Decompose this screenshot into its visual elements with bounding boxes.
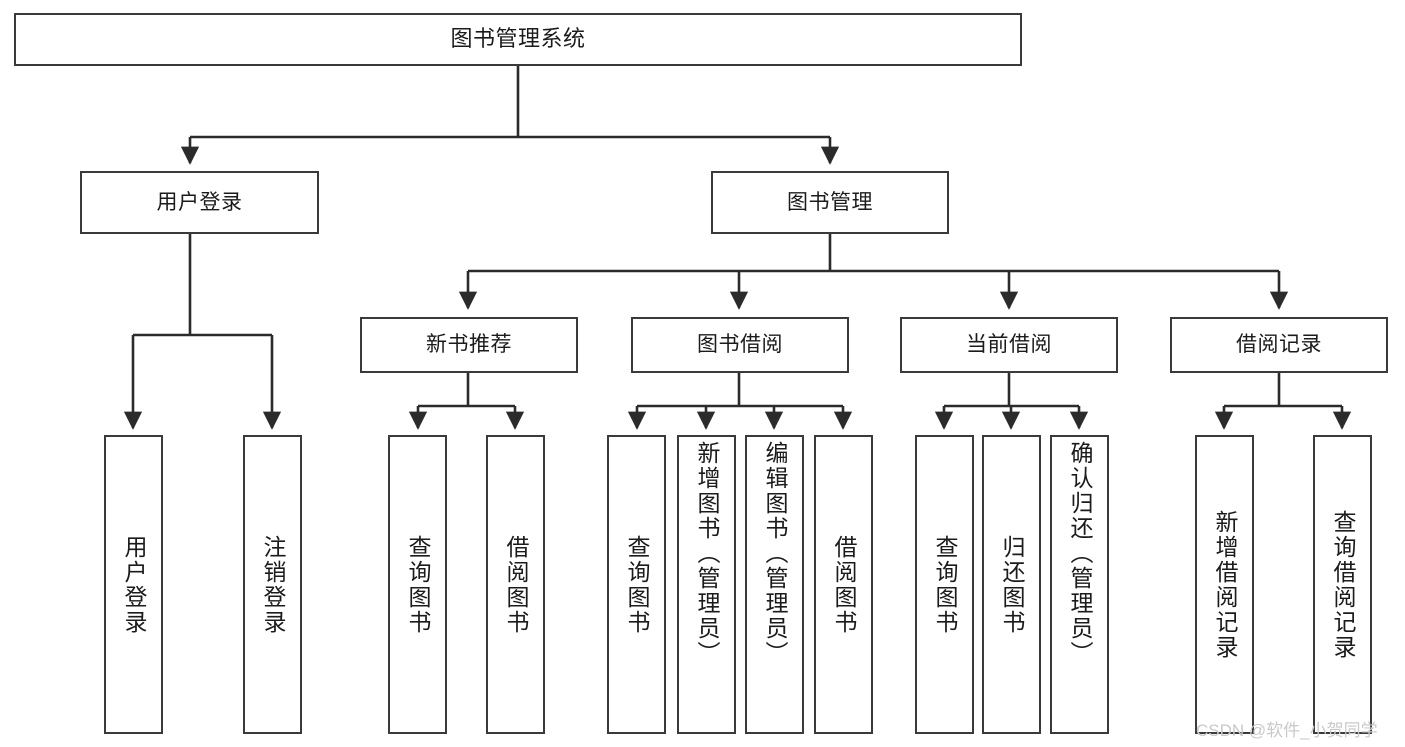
node-label: 新增图书（管理员） [694,441,720,666]
leaf-user-login-logout[interactable]: 注销登录 [243,435,302,734]
node-label: 用户登录 [156,190,243,214]
leaf-book-borrow-edit-book-admin[interactable]: 编辑图书（管理员） [745,435,804,734]
node-label: 确认归还（管理员） [1067,441,1093,666]
node-label: 借阅记录 [1236,333,1322,357]
node-borrow-record[interactable]: 借阅记录 [1170,317,1388,373]
node-user-login[interactable]: 用户登录 [80,171,319,234]
node-label: 图书管理系统 [450,26,586,52]
node-new-book-recommend[interactable]: 新书推荐 [360,317,578,373]
node-label: 编辑图书（管理员） [762,441,788,666]
watermark: CSDN @软件_小贺同学 [1196,721,1378,740]
node-label: 查询图书 [405,534,431,635]
node-label: 图书管理 [787,190,873,214]
node-label: 查询借阅记录 [1330,509,1356,660]
leaf-borrow-record-add-record[interactable]: 新增借阅记录 [1195,435,1254,734]
leaf-new-book-query-book[interactable]: 查询图书 [388,435,447,734]
leaf-new-book-borrow-book[interactable]: 借阅图书 [486,435,545,734]
node-label: 新增借阅记录 [1212,509,1238,660]
node-label: 当前借阅 [966,333,1052,357]
leaf-borrow-record-query-record[interactable]: 查询借阅记录 [1313,435,1372,734]
leaf-current-borrow-return-book[interactable]: 归还图书 [982,435,1041,734]
node-label: 新书推荐 [426,333,512,357]
leaf-book-borrow-borrow-book[interactable]: 借阅图书 [814,435,873,734]
node-label: 图书借阅 [697,333,783,357]
leaf-current-borrow-query-book[interactable]: 查询图书 [915,435,974,734]
node-label: 借阅图书 [503,534,529,635]
node-book-borrow[interactable]: 图书借阅 [631,317,849,373]
node-book-management[interactable]: 图书管理 [711,171,949,234]
node-label: 注销登录 [260,534,286,635]
node-label: 归还图书 [999,534,1025,635]
node-label: 查询图书 [932,534,958,635]
leaf-book-borrow-add-book-admin[interactable]: 新增图书（管理员） [677,435,736,734]
leaf-current-borrow-confirm-return-admin[interactable]: 确认归还（管理员） [1050,435,1109,734]
node-label: 查询图书 [624,534,650,635]
node-label: 借阅图书 [831,534,857,635]
node-root-book-management-system[interactable]: 图书管理系统 [14,13,1022,66]
node-label: 用户登录 [121,534,147,635]
node-current-borrow[interactable]: 当前借阅 [900,317,1118,373]
leaf-user-login-login[interactable]: 用户登录 [104,435,163,734]
leaf-book-borrow-query-book[interactable]: 查询图书 [607,435,666,734]
